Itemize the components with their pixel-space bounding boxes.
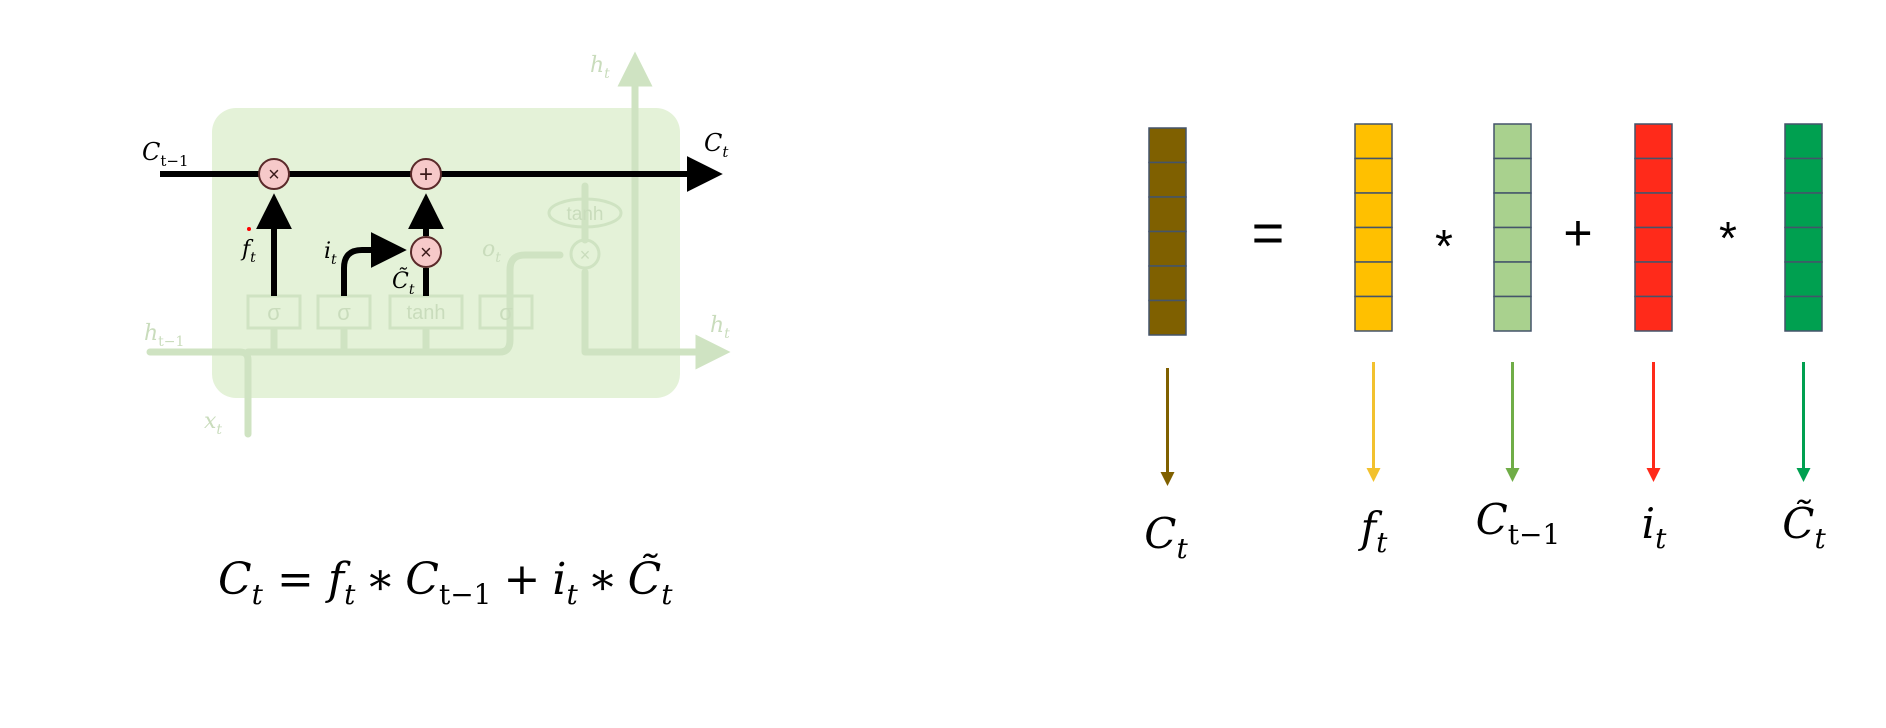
vector-ct-cell: [1148, 265, 1187, 302]
vector-ct: [1148, 127, 1187, 486]
vector-ctilde-cell: [1784, 226, 1823, 263]
vector-it-cell: [1634, 192, 1673, 229]
vector-ft-cell: [1354, 123, 1393, 160]
input-multiply-symbol: ×: [420, 242, 432, 264]
vector-ctilde-cell: [1784, 261, 1823, 298]
tanh-output-label: tanh: [567, 204, 604, 225]
vector-ft-cell: [1354, 295, 1393, 332]
label-o: ot: [482, 237, 501, 266]
vector-it-cell: [1634, 157, 1673, 194]
label-h-prev: ht−1: [144, 321, 184, 350]
vector-ft-cell: [1354, 157, 1393, 194]
cell-state-formula: Ct=ft∗Ct−1+it∗C̃t: [218, 552, 673, 611]
input-multiply-op: [410, 236, 442, 268]
vector-ft-arrow-head: [1366, 468, 1381, 482]
multiply-sign-1: *: [1435, 220, 1453, 272]
vector-ct1-arrow-head: [1505, 468, 1520, 482]
vector-it-cell: [1634, 123, 1673, 160]
vector-ft-cell: [1354, 192, 1393, 229]
vector-ct-cell: [1148, 127, 1187, 164]
vector-it: [1634, 123, 1673, 482]
vector-ct1-cell: [1493, 226, 1532, 263]
vector-label-ct: Ct: [1144, 509, 1188, 565]
label-c-prev: Ct−1: [142, 138, 189, 170]
add-op: [410, 158, 442, 190]
gate-output: [478, 294, 534, 330]
vector-ct1-cell: [1493, 123, 1532, 160]
vector-ft-cell: [1354, 226, 1393, 263]
out-path: [581, 268, 731, 370]
input-arrow: [341, 232, 407, 296]
vector-it-cell: [1634, 261, 1673, 298]
vector-ct-cell: [1148, 230, 1187, 267]
output-multiply-op: [569, 238, 601, 270]
vector-ct1-cell: [1493, 157, 1532, 194]
gate-candidate-label: tanh: [407, 302, 446, 324]
faded-paths: [146, 51, 731, 438]
label-i: it: [324, 239, 337, 268]
vector-ct-arrow-head: [1160, 472, 1175, 486]
vector-ct1-cell: [1493, 192, 1532, 229]
forget-multiply-symbol: ×: [268, 164, 280, 186]
gate-forget-label: σ: [267, 300, 281, 325]
vector-label-ct1: Ct−1: [1476, 495, 1561, 551]
ops: [258, 158, 442, 268]
multiply-sign-2: *: [1719, 212, 1737, 264]
vector-ctilde-cell: [1784, 295, 1823, 332]
vector-ct1-cell: [1493, 295, 1532, 332]
label-c-out: Ct: [704, 129, 729, 161]
vector-ctilde-arrow-head: [1796, 468, 1811, 482]
forget-multiply-op: [258, 158, 290, 190]
vector-ct1: [1493, 123, 1532, 482]
tanh-output-ellipse: [547, 197, 623, 229]
vector-ct-cell: [1148, 196, 1187, 233]
vector-ct-cell: [1148, 161, 1187, 198]
label-x: xt: [204, 409, 222, 438]
plus-sign: +: [1563, 205, 1592, 261]
vector-label-ctilde: C̃t: [1782, 498, 1826, 555]
vector-ctilde-cell: [1784, 123, 1823, 160]
vector-label-it: it: [1642, 499, 1667, 555]
vector-label-ft: ft: [1358, 503, 1389, 559]
red-dot: [247, 227, 251, 231]
vector-ctilde-cell: [1784, 157, 1823, 194]
vector-ft-cell: [1354, 261, 1393, 298]
vector-ctilde: [1784, 123, 1823, 482]
gate-input-label: σ: [337, 300, 351, 325]
label-ctilde: C̃t: [392, 268, 415, 298]
vector-ct1-cell: [1493, 261, 1532, 298]
vector-it-cell: [1634, 295, 1673, 332]
bus-line: [244, 251, 564, 356]
lstm-cell: σ σ tanh σ tanh × × + × Ct−: [142, 51, 731, 438]
vector-it-cell: [1634, 226, 1673, 263]
lstm-cell-background: [212, 108, 680, 398]
vector-equation: = * + * Ct ft Ct−1 it C̃t: [1144, 123, 1826, 565]
vector-ft: [1354, 123, 1393, 482]
label-h-top: ht: [590, 53, 610, 82]
output-multiply-symbol: ×: [580, 245, 591, 265]
add-symbol: +: [419, 161, 433, 188]
vector-ct-cell: [1148, 299, 1187, 336]
label-h-out: ht: [710, 313, 730, 342]
vector-ctilde-cell: [1784, 192, 1823, 229]
vector-it-arrow-head: [1646, 468, 1661, 482]
equals-sign: =: [1252, 201, 1285, 264]
gate-output-label: σ: [499, 300, 513, 325]
